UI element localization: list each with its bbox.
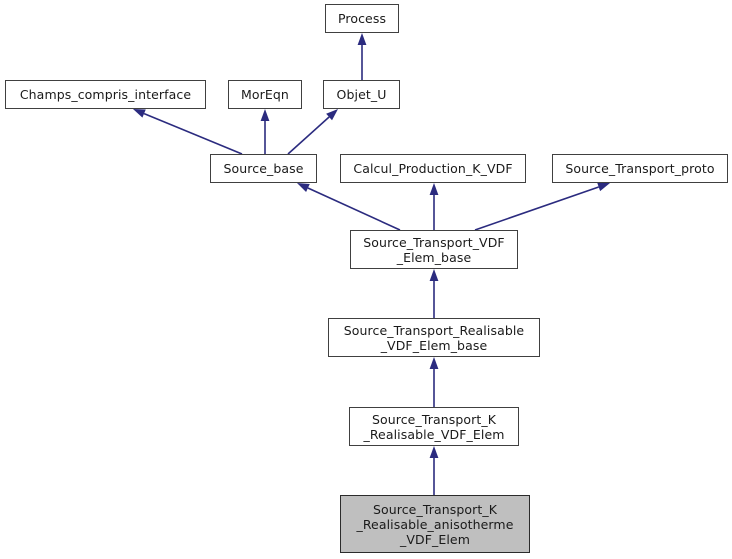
- arrowhead-icon: [429, 269, 439, 281]
- class-node-label: Source_Transport_Realisable _VDF_Elem_ba…: [343, 322, 525, 353]
- arrowhead-icon: [133, 109, 146, 118]
- inheritance-edge: [429, 357, 439, 407]
- class-node-calcul-production-k-vdf[interactable]: Calcul_Production_K_VDF: [340, 154, 526, 183]
- inheritance-edge: [133, 109, 243, 155]
- inheritance-edge: [260, 109, 270, 154]
- class-node-label: Source_Transport_proto: [565, 161, 715, 176]
- inheritance-edge: [429, 269, 439, 318]
- class-node-label: Source_base: [223, 161, 304, 176]
- class-node-source-base[interactable]: Source_base: [210, 154, 317, 183]
- class-node-source-transport-k-realisable-anisotherme-vdf-elem[interactable]: Source_Transport_K _Realisable_anisother…: [340, 495, 530, 553]
- edge-line: [474, 186, 599, 231]
- inheritance-edge: [474, 182, 610, 231]
- class-node-moreqn[interactable]: MorEqn: [228, 80, 302, 109]
- edge-line: [287, 116, 330, 155]
- edge-line: [143, 112, 243, 155]
- inheritance-edge: [297, 183, 401, 231]
- arrowhead-icon: [429, 357, 439, 369]
- class-node-label: Source_Transport_K _Realisable_anisother…: [356, 501, 514, 547]
- class-node-label: Process: [337, 11, 387, 26]
- inheritance-edge: [429, 446, 439, 495]
- arrowhead-icon: [260, 109, 270, 121]
- class-node-label: Objet_U: [336, 87, 387, 102]
- arrowhead-icon: [297, 183, 310, 192]
- class-node-champs-compris-interface[interactable]: Champs_compris_interface: [5, 80, 206, 109]
- arrowhead-icon: [357, 33, 367, 45]
- class-node-source-transport-proto[interactable]: Source_Transport_proto: [552, 154, 728, 183]
- inheritance-edge: [287, 109, 338, 155]
- class-node-label: Calcul_Production_K_VDF: [353, 161, 513, 176]
- class-node-label: Source_Transport_K _Realisable_VDF_Elem: [363, 411, 505, 442]
- arrowhead-icon: [326, 109, 338, 121]
- inheritance-edge: [357, 33, 367, 80]
- arrowhead-icon: [429, 446, 439, 458]
- class-node-objet-u[interactable]: Objet_U: [323, 80, 400, 109]
- class-node-label: MorEqn: [241, 87, 289, 102]
- edge-line: [307, 187, 401, 231]
- class-node-source-transport-k-realisable-vdf-elem[interactable]: Source_Transport_K _Realisable_VDF_Elem: [349, 407, 519, 446]
- class-node-source-transport-realisable-vdf-elem-base[interactable]: Source_Transport_Realisable _VDF_Elem_ba…: [328, 318, 540, 357]
- class-node-label: Champs_compris_interface: [19, 87, 192, 102]
- class-node-label: Source_Transport_VDF _Elem_base: [363, 234, 505, 265]
- class-node-source-transport-vdf-elem-base[interactable]: Source_Transport_VDF _Elem_base: [350, 230, 518, 269]
- inheritance-edge: [429, 183, 439, 230]
- class-node-process[interactable]: Process: [325, 4, 399, 33]
- arrowhead-icon: [429, 183, 439, 195]
- arrowhead-icon: [597, 182, 610, 192]
